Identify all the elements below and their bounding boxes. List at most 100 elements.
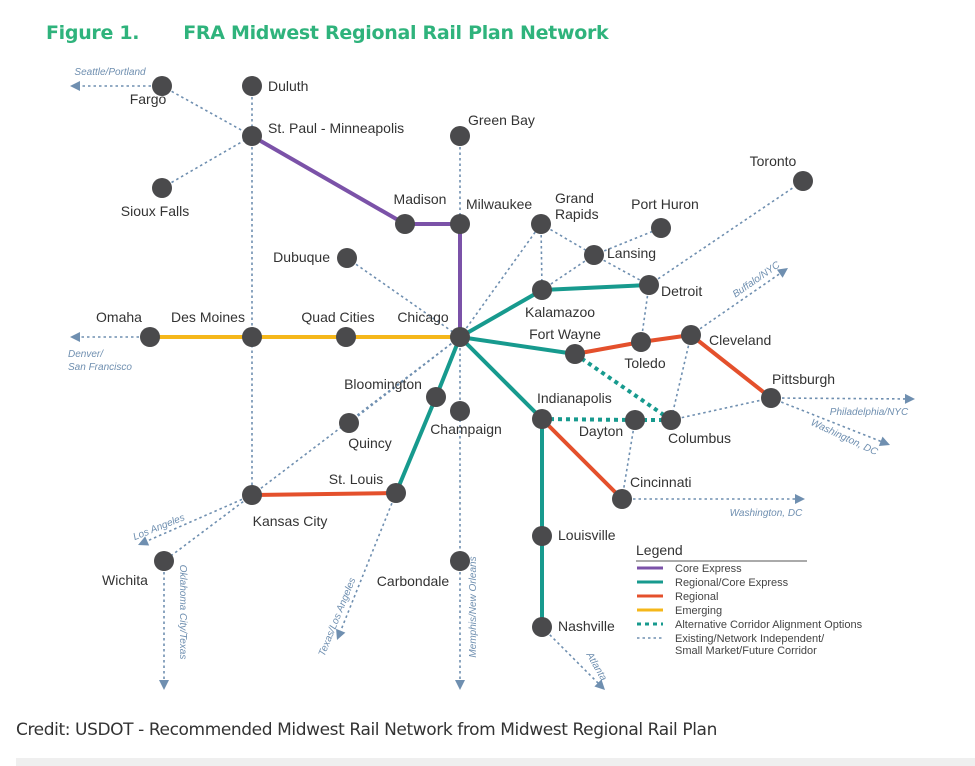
- arrow-icon: [878, 436, 890, 446]
- station-label-chicago: Chicago: [397, 309, 449, 325]
- corridor-stpaul-madison-core-express: [251, 134, 406, 226]
- station-label-dayton: Dayton: [579, 423, 623, 439]
- station-node-toledo: [631, 332, 651, 352]
- legend-item-existing: Existing/Network Independent/: [675, 633, 825, 645]
- figure-number: Figure 1.: [46, 22, 140, 44]
- legend-item-regional: Regional: [675, 591, 718, 603]
- corridor-chicago-grandrapids-existing: [459, 223, 542, 338]
- corridor-lansing-porthuron-existing: [593, 227, 662, 256]
- corridor-kansascity-stlouis-regional: [251, 491, 397, 497]
- station-label-fortwayne: Fort Wayne: [529, 326, 601, 342]
- station-node-madison: [395, 214, 415, 234]
- station-node-nashville: [532, 617, 552, 637]
- station-node-dubuque: [337, 248, 357, 268]
- legend-item-existing-line2: Small Market/Future Corridor: [675, 645, 817, 657]
- station-label-lansing: Lansing: [607, 245, 656, 261]
- station-label-cleveland: Cleveland: [709, 332, 771, 348]
- station-label-milwaukee: Milwaukee: [466, 196, 532, 212]
- station-node-kansascity: [242, 485, 262, 505]
- extension-label: Denver/San Francisco: [68, 349, 132, 373]
- extension-label: Buffalo/NYC: [731, 259, 783, 300]
- extension-line: [770, 397, 908, 400]
- corridor-fargo-stpaul-existing: [161, 85, 253, 137]
- station-node-toronto: [793, 171, 813, 191]
- station-node-duluth: [242, 76, 262, 96]
- station-label-madison: Madison: [394, 191, 447, 207]
- legend-item-regional-core-express: Regional/Core Express: [675, 577, 789, 589]
- corridor-detroit-toronto-existing: [648, 180, 804, 286]
- corridor-dayton-cincinnati-existing: [621, 419, 636, 500]
- arrow-icon: [70, 81, 80, 91]
- corridor-chicago-indianapolis-regional-core-express: [458, 335, 544, 421]
- station-node-pittsburgh: [761, 388, 781, 408]
- station-node-louisville: [532, 526, 552, 546]
- station-label-siouxfalls: Sioux Falls: [121, 203, 189, 219]
- station-label-duluth: Duluth: [268, 78, 308, 94]
- corridor-indianapolis-dayton-alternative: [541, 417, 636, 422]
- extension-line: [339, 492, 397, 633]
- arrow-icon: [70, 332, 80, 342]
- station-label-carbondale: Carbondale: [377, 573, 450, 589]
- station-node-detroit: [639, 275, 659, 295]
- corridor-kalamazoo-detroit-regional-core-express: [541, 283, 650, 292]
- corridor-chicago-quincy-existing: [348, 336, 461, 424]
- corridor-fortwayne-columbus-alternative: [573, 352, 673, 422]
- station-node-quadcities: [336, 327, 356, 347]
- arrow-icon: [455, 680, 465, 690]
- corridor-kansascity-wichita-existing: [163, 494, 253, 562]
- station-node-champaign: [450, 401, 470, 421]
- station-node-stlouis: [386, 483, 406, 503]
- station-label-dubuque: Dubuque: [273, 249, 330, 265]
- extension-line: [770, 397, 883, 443]
- station-node-milwaukee: [450, 214, 470, 234]
- image-credit: Credit: USDOT - Recommended Midwest Rail…: [16, 720, 717, 740]
- station-node-lansing: [584, 245, 604, 265]
- station-label-porthuron: Port Huron: [631, 196, 699, 212]
- extension-losangeles: Los Angeles: [132, 494, 253, 546]
- legend-item-core-express: Core Express: [675, 563, 742, 575]
- station-node-indianapolis: [532, 409, 552, 429]
- station-label-kalamazoo: Kalamazoo: [525, 304, 595, 320]
- station-node-desmoines: [242, 327, 262, 347]
- corridor-grandrapids-kalamazoo-existing: [540, 223, 543, 291]
- extension-line: [690, 271, 782, 336]
- station-node-bloomington: [426, 387, 446, 407]
- arrow-icon: [594, 679, 605, 690]
- arrow-icon: [776, 268, 788, 278]
- station-label-quincy: Quincy: [348, 435, 392, 451]
- station-label-omaha: Omaha: [96, 309, 142, 325]
- station-node-cleveland: [681, 325, 701, 345]
- arrow-icon: [159, 680, 169, 690]
- station-label-fargo: Fargo: [130, 91, 167, 107]
- corridor-cleveland-columbus-existing: [670, 334, 692, 421]
- figure-title: Figure 1.FRA Midwest Regional Rail Plan …: [46, 22, 652, 44]
- station-label-stlouis: St. Louis: [329, 471, 383, 487]
- station-node-grandrapids: [531, 214, 551, 234]
- corridor-dubuque-chicago-existing: [346, 257, 461, 338]
- station-node-dayton: [625, 410, 645, 430]
- station-label-louisville: Louisville: [558, 527, 616, 543]
- station-node-kalamazoo: [532, 280, 552, 300]
- station-label-nashville: Nashville: [558, 618, 615, 634]
- corridor-chicago-kalamazoo-regional-core-express: [459, 288, 543, 339]
- station-label-pittsburgh: Pittsburgh: [772, 371, 835, 387]
- station-node-fortwayne: [565, 344, 585, 364]
- extension-line: [541, 626, 600, 685]
- arrow-icon: [138, 536, 150, 546]
- corridor-detroit-toledo-existing: [640, 284, 650, 343]
- corridor-siouxfalls-stpaul-existing: [161, 135, 253, 189]
- extension-seattle: Seattle/Portland: [70, 67, 162, 91]
- extension-atlanta: Atlanta: [541, 626, 609, 690]
- extension-label: Texas/Los Angeles: [317, 576, 359, 658]
- extension-label: Philadelphia/NYC: [830, 407, 909, 418]
- station-node-quincy: [339, 413, 359, 433]
- station-node-omaha: [140, 327, 160, 347]
- extension-okc: Oklahoma City/Texas: [159, 561, 188, 690]
- footer-bar: [16, 758, 975, 766]
- legend-title: Legend: [636, 542, 683, 558]
- station-label-cincinnati: Cincinnati: [630, 474, 691, 490]
- station-label-detroit: Detroit: [661, 283, 702, 299]
- station-label-greenbay: Green Bay: [468, 112, 535, 128]
- corridor-fortwayne-toledo-regional: [574, 340, 642, 356]
